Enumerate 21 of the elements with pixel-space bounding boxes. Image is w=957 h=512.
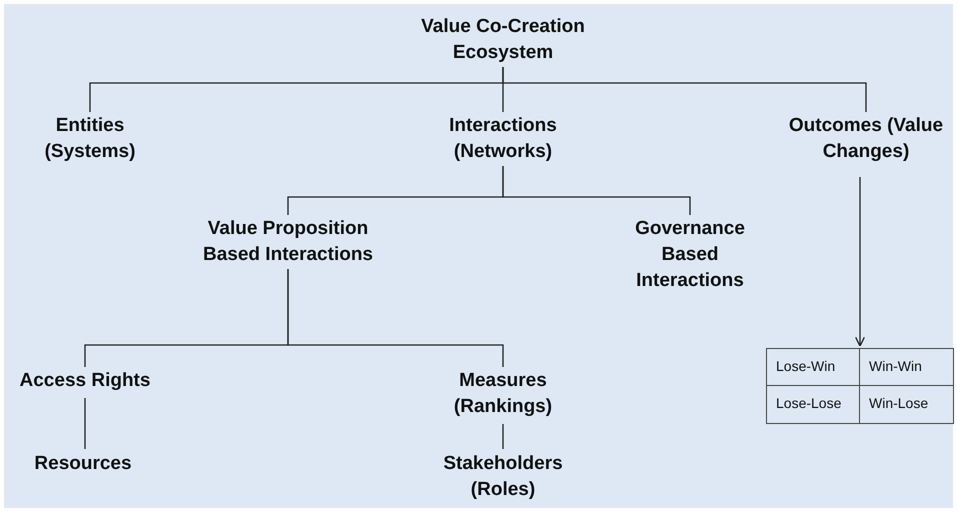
connector-line [502, 67, 867, 112]
matrix-table [766, 348, 954, 424]
connector-line [84, 398, 86, 449]
node-label: Interactions (Networks) [423, 113, 583, 165]
node-label: Measures (Rankings) [428, 368, 578, 420]
connector-line [287, 269, 504, 367]
node-label: Entities (Systems) [20, 113, 160, 165]
arrow [854, 177, 866, 347]
table-cell: Lose-Win [767, 349, 860, 386]
connector-line [502, 166, 691, 215]
node-label: Stakeholders (Roles) [418, 451, 588, 503]
node-label: Value Proposition Based Interactions [188, 216, 388, 268]
node-label: Access Rights [5, 368, 165, 394]
table-cell: Win-Win [860, 349, 953, 386]
node-label: Governance Based Interactions [615, 216, 765, 294]
node-label: Value Co-Creation Ecosystem [393, 14, 613, 66]
node-label: Outcomes (Value Changes) [787, 113, 945, 165]
connector-line [502, 424, 504, 449]
node-label: Resources [18, 451, 148, 477]
table-cell-text: Win-Lose [868, 394, 930, 413]
table-cell: Lose-Lose [767, 386, 860, 423]
